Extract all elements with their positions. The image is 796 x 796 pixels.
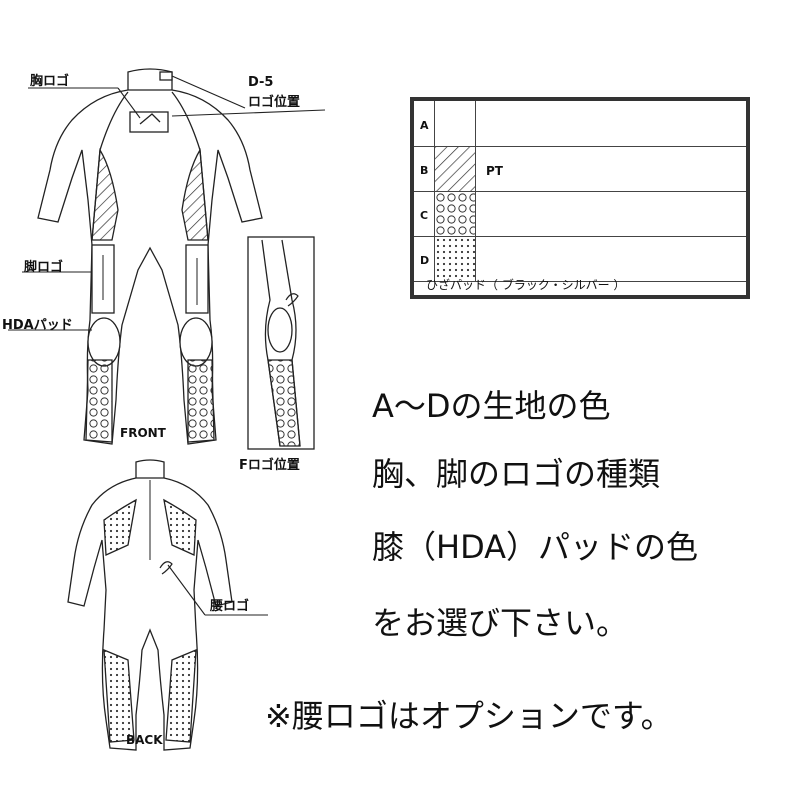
swatch-hatch [434, 147, 476, 191]
option-note: ※腰ロゴはオプションです。 [265, 697, 673, 735]
instruction-line-1: A～Dの生地の色 [372, 387, 611, 425]
waist-logo-label: 腰ロゴ [210, 599, 250, 614]
hda-pad-label: HDAパッド [2, 318, 73, 333]
d5-label-line2: ロゴ位置 [248, 95, 301, 110]
legend-letter: C [420, 209, 429, 222]
chest-logo-label: 胸ロゴ [30, 74, 70, 89]
back-wetsuit [67, 459, 233, 751]
legend-row-b: B PT [414, 147, 746, 192]
legend-row-d: D [414, 237, 746, 282]
swatch-blank [434, 101, 476, 146]
legend-footer: ひざパッド（ ブラック・シルバー ） [426, 278, 626, 292]
front-wetsuit [37, 68, 263, 445]
legend-row-a: A [414, 101, 746, 147]
f-logo-position-label: Fロゴ位置 [239, 458, 300, 473]
front-label: FRONT [120, 426, 166, 440]
back-label: BACK [126, 733, 163, 747]
instruction-line-3: 膝（HDA）パッドの色 [372, 528, 699, 566]
legend-letter: D [420, 254, 430, 267]
leader-lines [8, 75, 326, 616]
swatch-circles [434, 192, 476, 236]
f-logo-inset [247, 236, 315, 450]
legend-row-c: C [414, 192, 746, 237]
legend-letter: B [420, 164, 429, 177]
instruction-line-2: 胸、脚のロゴの種類 [372, 455, 661, 493]
d5-label-line1: D-5 [248, 75, 274, 90]
legend-letter: A [420, 119, 429, 132]
leg-logo-label: 脚ロゴ [24, 260, 64, 275]
swatch-dots [434, 237, 476, 281]
instruction-line-4: をお選び下さい。 [372, 604, 629, 642]
legend-text-pt: PT [486, 164, 503, 178]
fabric-legend: A B PT C D ひざパッド（ ブラック・シルバー ） [410, 97, 750, 299]
